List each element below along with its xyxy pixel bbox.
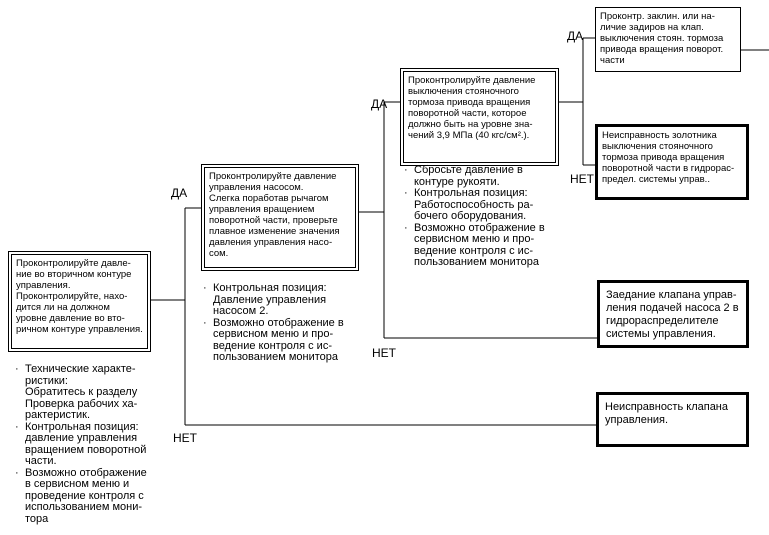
yes-label-2: ДА bbox=[371, 97, 388, 111]
notes-brake: Сбросьте давление в контуре рукояти. Кон… bbox=[403, 164, 563, 269]
result-spool-fault: Неисправность золотника выключения стоян… bbox=[595, 124, 749, 200]
box-pump-pressure-check: Проконтролируйте давление управления нас… bbox=[201, 164, 359, 271]
notes-pump: Контрольная позиция: Давление управления… bbox=[202, 282, 362, 364]
note-secondary-monitor: Возможно отображение в сервисном меню и … bbox=[14, 467, 164, 526]
note-secondary-position: Контрольная позиция: давление управления… bbox=[14, 421, 164, 468]
result-brake-valve-seizure: Проконтр. заклин. или на- личие задиров … bbox=[595, 7, 741, 72]
note-brake-monitor: Возможно отображение в сервисном меню и … bbox=[403, 222, 563, 269]
yes-label-3: ДА bbox=[567, 29, 584, 43]
no-label-3: НЕТ bbox=[570, 172, 594, 186]
box-brake-pressure-check: Проконтролируйте давление выключения сто… bbox=[400, 68, 559, 166]
result-pump-valve-sticking: Заедание клапана управ- ления подачей на… bbox=[597, 280, 749, 348]
note-brake-reset: Сбросьте давление в контуре рукояти. bbox=[403, 164, 563, 188]
note-pump-monitor: Возможно отображение в сервисном меню и … bbox=[202, 317, 362, 364]
box-secondary-pressure-check: Проконтролируйте давле- ние во вторичном… bbox=[8, 251, 151, 352]
result-control-valve-fault: Неисправность клапана управления. bbox=[596, 392, 749, 447]
note-pump-position: Контрольная позиция: Давление управления… bbox=[202, 282, 362, 318]
notes-secondary: Технические характе- ристики: Обратитесь… bbox=[14, 363, 164, 526]
yes-label-1: ДА bbox=[171, 186, 188, 200]
no-label-1: НЕТ bbox=[173, 431, 197, 445]
note-brake-position: Контрольная позиция: Работоспособность р… bbox=[403, 187, 563, 223]
note-secondary-specs: Технические характе- ристики: Обратитесь… bbox=[14, 363, 164, 422]
no-label-2: НЕТ bbox=[372, 346, 396, 360]
